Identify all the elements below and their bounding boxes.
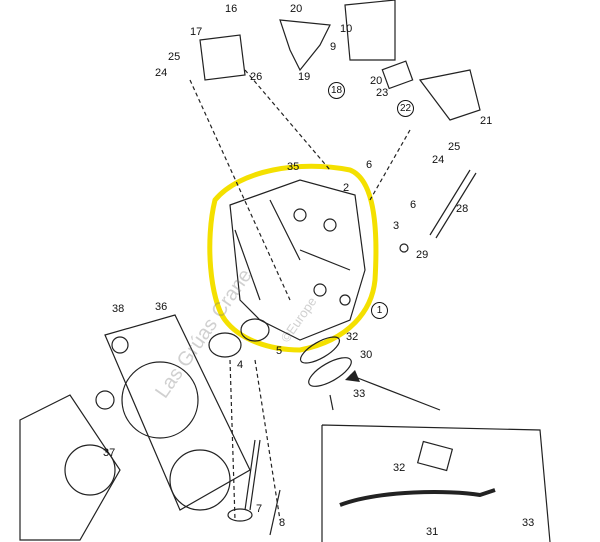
part-label-10: 10 <box>340 23 353 35</box>
valve-spring <box>344 0 396 61</box>
part-label-17: 17 <box>190 26 203 38</box>
highlight-outline <box>207 163 379 353</box>
part-label-6: 6 <box>366 159 373 171</box>
part-label-20: 20 <box>370 75 383 87</box>
part-label-33: 33 <box>522 517 535 529</box>
part-label-31: 31 <box>426 526 439 538</box>
inset-box <box>321 424 551 542</box>
part-label-36: 36 <box>155 301 168 313</box>
part-label-32: 32 <box>393 462 406 474</box>
engine-block <box>19 394 121 541</box>
part-label-1: 1 <box>371 302 388 319</box>
part-label-23: 23 <box>376 87 389 99</box>
part-label-20: 20 <box>290 3 303 15</box>
part-label-3: 3 <box>393 220 400 232</box>
part-label-26: 26 <box>250 71 263 83</box>
part-label-35: 35 <box>287 161 300 173</box>
part-label-8: 8 <box>279 517 286 529</box>
rocker-arm <box>279 19 331 72</box>
cylinder-head <box>229 179 366 341</box>
part-label-19: 19 <box>298 71 311 83</box>
part-label-22: 22 <box>397 100 414 117</box>
part-label-28: 28 <box>456 203 469 215</box>
part-label-6: 6 <box>410 199 417 211</box>
part-label-30: 30 <box>360 349 373 361</box>
head-gasket <box>104 314 251 511</box>
part-label-5: 5 <box>276 345 283 357</box>
part-label-25: 25 <box>448 141 461 153</box>
part-label-24: 24 <box>432 154 445 166</box>
rocker-support <box>199 34 246 81</box>
part-label-29: 29 <box>416 249 429 261</box>
part-label-4: 4 <box>237 359 244 371</box>
part-label-16: 16 <box>225 3 238 15</box>
rocker-arm-2 <box>418 69 481 121</box>
part-label-25: 25 <box>168 51 181 63</box>
part-label-24: 24 <box>155 67 168 79</box>
part-label-9: 9 <box>330 41 337 53</box>
part-label-32: 32 <box>346 331 359 343</box>
part-label-7: 7 <box>256 503 263 515</box>
part-label-18: 18 <box>328 82 345 99</box>
part-label-21: 21 <box>480 115 493 127</box>
part-label-37: 37 <box>103 447 116 459</box>
part-label-38: 38 <box>112 303 125 315</box>
part-label-33: 33 <box>353 388 366 400</box>
part-label-2: 2 <box>343 182 350 194</box>
